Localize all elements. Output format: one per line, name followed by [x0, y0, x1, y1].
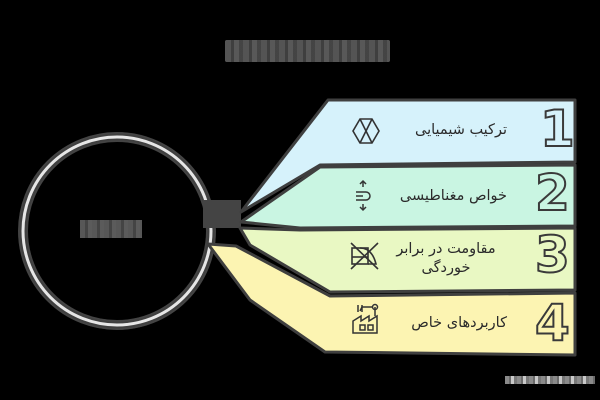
center-label — [80, 220, 142, 238]
item-4-label: کاربردهای خاص — [411, 315, 507, 331]
banner-4 — [206, 242, 577, 357]
item-2-number: 2 — [534, 164, 571, 222]
item-3-label-line-2: خوردگی — [421, 260, 471, 276]
watermark — [505, 376, 595, 384]
magnet-icon — [356, 179, 371, 212]
banner-2 — [239, 163, 577, 230]
center-ring — [18, 132, 216, 330]
item-1-label: ترکیب شیمیایی — [415, 122, 507, 138]
item-3-label-line-1: مقاومت در برابر — [396, 241, 496, 257]
factory-robot-arm-icon — [352, 303, 379, 334]
item-3-label: مقاومت در برابر خوردگی — [385, 240, 507, 278]
banner-1 — [239, 98, 577, 214]
item-1-number: 1 — [539, 100, 576, 158]
banner-3 — [238, 226, 577, 294]
item-4-number: 4 — [534, 294, 571, 352]
title-redacted-block — [225, 40, 390, 62]
diagram-title — [225, 40, 390, 62]
connector-block — [203, 200, 241, 228]
item-2-label: خواص مغناطیسی — [399, 188, 507, 204]
item-3-number: 3 — [534, 226, 571, 284]
no-corrosion-icon — [350, 242, 379, 270]
hexagon-x-icon — [352, 118, 380, 144]
